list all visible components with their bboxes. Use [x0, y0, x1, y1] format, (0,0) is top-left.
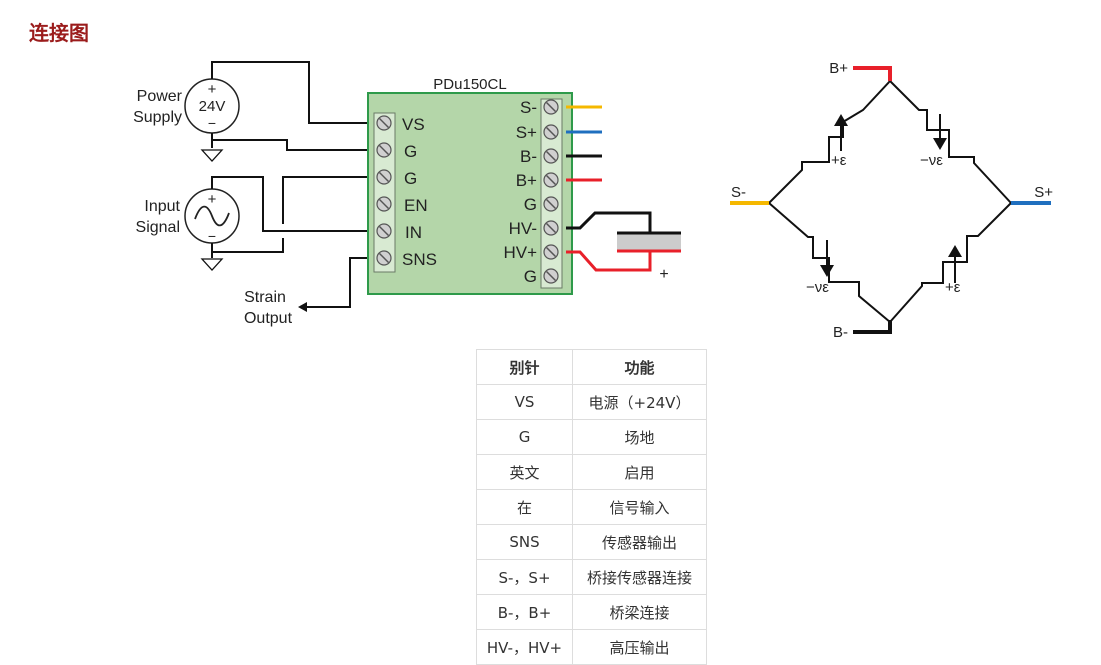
signal-wires — [200, 176, 375, 312]
input-signal-source: + − — [184, 188, 240, 244]
gauge-label-top-right: −νε — [920, 152, 943, 169]
right-terminal-label: S+ — [516, 123, 537, 142]
strain-output-label-line1: Strain — [244, 289, 286, 306]
pin-cell: S-，S+ — [476, 559, 573, 595]
left-terminal-label: VS — [402, 115, 425, 134]
gauge-label-top-left: +ε — [831, 152, 847, 169]
left-terminal-label: G — [404, 142, 417, 161]
pin-cell: HV-，HV+ — [476, 629, 573, 665]
signal-plus-sign: + — [208, 191, 217, 208]
right-terminal-label: G — [524, 195, 537, 214]
column-header-function: 功能 — [572, 349, 707, 385]
right-terminal-block — [540, 98, 563, 289]
pin-cell: G — [476, 419, 573, 455]
left-terminal-label: SNS — [402, 250, 437, 269]
bridge-node-b-minus: B- — [833, 324, 848, 341]
signal-minus-sign: − — [208, 228, 216, 244]
wire-hv-plus — [566, 250, 652, 272]
gauge-label-bottom-right: +ε — [945, 279, 961, 296]
screw-slot — [545, 101, 557, 113]
power-voltage-label: 24V — [199, 98, 226, 115]
left-terminal-label: G — [404, 169, 417, 188]
screw-slot — [545, 222, 557, 234]
right-terminal-label: B- — [520, 147, 537, 166]
table-row: B-，B+桥梁连接 — [476, 594, 707, 630]
right-terminal-label: B+ — [516, 171, 537, 190]
pin-cell: 在 — [476, 489, 573, 525]
table-row: 英文启用 — [476, 454, 707, 490]
gauge-label-bottom-left: −νε — [806, 279, 829, 296]
pdu150cl-board — [367, 92, 573, 295]
signal-label-line2: Signal — [136, 219, 180, 236]
function-cell: 电源（+24V） — [572, 384, 707, 420]
power-plus-sign: + — [208, 81, 217, 98]
screw-slot — [545, 270, 557, 282]
function-cell: 启用 — [572, 454, 707, 490]
screw-slot — [545, 198, 557, 210]
left-terminal-label: IN — [405, 223, 422, 242]
screw-slot — [378, 198, 390, 210]
right-terminal-label: HV+ — [503, 243, 537, 262]
screw-slot — [378, 252, 390, 264]
power-minus-sign: − — [208, 115, 216, 131]
signal-label-line1: Input — [144, 198, 180, 215]
pin-cell: B-，B+ — [476, 594, 573, 630]
left-terminal-block — [373, 112, 396, 273]
function-cell: 信号输入 — [572, 489, 707, 525]
screw-slot — [378, 225, 390, 237]
bridge-circuit — [730, 66, 1051, 334]
page-heading: 连接图 — [29, 21, 89, 45]
power-wires — [200, 61, 375, 162]
bridge-node-s-plus: S+ — [1034, 184, 1053, 201]
bridge-b-plus-lead — [853, 66, 892, 81]
screw-slot — [545, 126, 557, 138]
screw-slot — [378, 117, 390, 129]
pin-cell: SNS — [476, 524, 573, 560]
right-terminal-label: HV- — [509, 219, 537, 238]
column-header-pin: 别针 — [476, 349, 573, 385]
wire-hv-minus — [566, 211, 652, 233]
table-header-row: 别针 功能 — [476, 349, 707, 385]
table-row: 在信号输入 — [476, 489, 707, 525]
bridge-node-b-plus: B+ — [829, 60, 848, 77]
screw-slot — [378, 171, 390, 183]
piezo-load — [617, 231, 681, 253]
function-cell: 桥接传感器连接 — [572, 559, 707, 595]
table-row: HV-，HV+高压输出 — [476, 629, 707, 665]
screw-slot — [545, 174, 557, 186]
pin-cell: 英文 — [476, 454, 573, 490]
function-cell: 场地 — [572, 419, 707, 455]
bridge-node-s-minus: S- — [731, 184, 746, 201]
function-cell: 传感器输出 — [572, 524, 707, 560]
left-terminal-label: EN — [404, 196, 428, 215]
right-terminal-label: G — [524, 267, 537, 286]
table-row: S-，S+桥接传感器连接 — [476, 559, 707, 595]
load-plus-sign: + — [659, 266, 668, 283]
function-cell: 高压输出 — [572, 629, 707, 665]
right-terminal-label: S- — [520, 98, 537, 117]
screw-slot — [545, 246, 557, 258]
pin-cell: VS — [476, 384, 573, 420]
function-cell: 桥梁连接 — [572, 594, 707, 630]
left-terminals: VS GG EN IN SNS — [376, 115, 437, 269]
power-label-line1: Power — [137, 88, 183, 105]
board-name: PDu150CL — [433, 76, 506, 93]
screw-slot — [545, 150, 557, 162]
power-supply-source: + 24V − — [184, 78, 240, 134]
screw-slot — [378, 144, 390, 156]
bridge-b-minus-lead — [853, 320, 892, 334]
strain-output-label-line2: Output — [244, 310, 293, 327]
right-terminals: S- S+ B- B+ G HV- HV+ G — [503, 98, 559, 286]
power-label-line2: Supply — [133, 109, 182, 126]
sine-wave-icon — [194, 205, 230, 227]
